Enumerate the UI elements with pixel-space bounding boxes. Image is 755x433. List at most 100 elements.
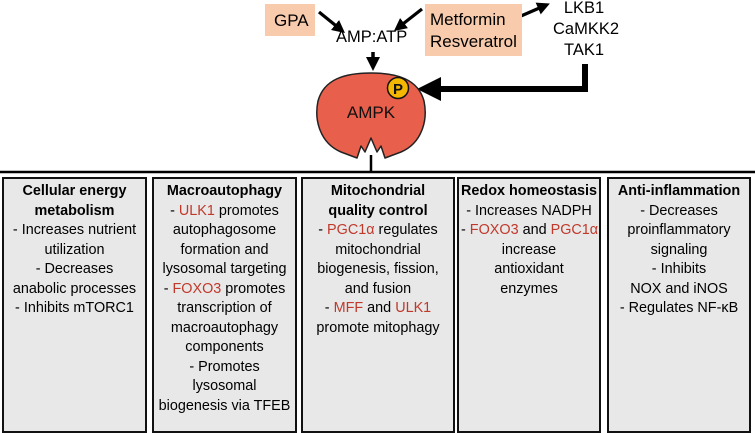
panel-title: Mitochondrial — [330, 183, 426, 199]
line-text: - Decreases — [35, 261, 114, 277]
line-text: utilization — [44, 241, 105, 258]
gene-name: ULK1 — [178, 202, 215, 219]
panel-title: Anti-inflammation — [617, 183, 741, 199]
line-text: - Promotes — [189, 358, 260, 375]
line-text: and fusion — [344, 280, 412, 297]
line-text: regulates — [374, 222, 438, 238]
panel-line: and fusion — [305, 280, 451, 300]
line-text: and — [518, 222, 551, 238]
panel-line: promote mitophagy — [305, 319, 451, 339]
gene-name: FOXO3 — [469, 222, 519, 238]
gpa-label: GPA — [274, 11, 309, 30]
gene-name: ULK1 — [395, 300, 432, 316]
drugs-box: Metformin Resveratrol — [425, 4, 522, 56]
arrow-kinases-to-ampk — [417, 64, 588, 101]
panel-title: metabolism — [34, 202, 115, 219]
panel-line: - Promotes — [156, 358, 293, 378]
line-text: - Increases nutrient — [12, 222, 137, 238]
line-text: anabolic processes — [12, 280, 137, 297]
line-text: biogenesis via TFEB — [158, 397, 291, 414]
line-text: - Regulates NF-κB — [619, 300, 739, 316]
panel-line: - MFF and ULK1 — [305, 299, 451, 319]
panel-line: - Increases NADPH — [461, 202, 597, 222]
gene-name: PGC1α — [550, 222, 599, 238]
kinase-camkk2: CaMKK2 — [553, 20, 620, 38]
gene-name: FOXO3 — [172, 280, 222, 297]
line-text: mitochondrial — [335, 241, 421, 258]
line-text: - Decreases — [640, 202, 718, 219]
panel-line: - Decreases — [611, 202, 747, 222]
panel-line: proinflammatory — [611, 221, 747, 241]
panel-line: mitochondrial — [305, 241, 451, 261]
upstream-kinases: LKB1 CaMKK2 TAK1 — [553, 0, 620, 61]
line-text: - Inhibits mTORC1 — [15, 300, 134, 316]
line-text: biogenesis, fission, — [317, 261, 439, 277]
panel-line: transcription of — [156, 299, 293, 319]
panel-mitochondrial-qc: Mitochondrial quality control - PGC1α regu… — [301, 177, 455, 433]
line-text: formation and — [180, 241, 269, 258]
kinase-lkb1: LKB1 — [563, 0, 605, 17]
panel-line: - Increases nutrient — [6, 221, 143, 241]
panel-line: autophagosome — [156, 221, 293, 241]
panel-line: - Inhibits — [611, 260, 747, 280]
line-text: transcription of — [177, 300, 272, 316]
line-text: signaling — [650, 241, 708, 258]
line-text: - Increases NADPH — [466, 202, 592, 219]
arrow-drugs-to-kinases — [520, 2, 550, 18]
line-text: enzymes — [500, 280, 558, 297]
line-text: - — [163, 280, 173, 297]
panel-line: - FOXO3 promotes — [156, 280, 293, 300]
panel-title: quality control — [328, 202, 428, 219]
panel-energy-metabolism: Cellular energy metabolism - Increases nut… — [2, 177, 147, 433]
gpa-box: GPA — [265, 4, 315, 36]
panel-line: lysosomal targeting — [156, 260, 293, 280]
panel-line: - FOXO3 and PGC1α — [461, 221, 599, 241]
panel-line: - Regulates NF-κB — [611, 299, 747, 319]
line-text: - — [461, 222, 470, 238]
kinase-tak1: TAK1 — [563, 41, 605, 59]
line-text: promotes — [214, 202, 279, 219]
panel-line: biogenesis via TFEB — [156, 397, 293, 417]
line-text: and — [363, 300, 396, 316]
line-text: autophagosome — [172, 222, 277, 238]
panel-line: formation and — [156, 241, 293, 261]
line-text: increase — [501, 241, 557, 258]
panel-line: components — [156, 338, 293, 358]
panel-line: NOX and iNOS — [611, 280, 747, 300]
line-text: - — [324, 300, 334, 316]
ampk-label: AMPK — [347, 103, 396, 122]
phospho-badge — [386, 76, 410, 100]
panel-line: - PGC1α regulates — [305, 221, 451, 241]
gene-name: MFF — [333, 300, 364, 316]
panel-line: antioxidant — [461, 260, 597, 280]
panel-line: enzymes — [461, 280, 597, 300]
panel-line: macroautophagy — [156, 319, 293, 339]
panel-line: - Decreases — [6, 260, 143, 280]
panel-line: utilization — [6, 241, 143, 261]
line-text: promote mitophagy — [316, 319, 440, 336]
line-text: antioxidant — [494, 261, 564, 277]
drug-metformin: Metformin — [430, 10, 506, 29]
panel-title: Cellular energy — [22, 183, 127, 199]
panel-line: anabolic processes — [6, 280, 143, 300]
line-text: components — [185, 339, 264, 355]
line-text: - Inhibits — [651, 261, 707, 277]
arrow-drugs-to-ratio — [393, 7, 423, 31]
line-text: lysosomal — [192, 378, 257, 394]
line-text: lysosomal targeting — [162, 261, 287, 277]
amp-atp-ratio: AMP:ATP — [336, 28, 408, 46]
panel-line: - ULK1 promotes — [156, 202, 293, 222]
panel-line: increase — [461, 241, 597, 261]
drug-resveratrol: Resveratrol — [430, 32, 517, 51]
panel-title: Macroautophagy — [166, 183, 283, 199]
line-text: - — [318, 222, 328, 238]
panel-title: Redox homeostasis — [461, 183, 597, 199]
line-text: - — [170, 202, 179, 219]
panel-line: biogenesis, fission, — [305, 260, 451, 280]
panel-redox-homeostasis: Redox homeostasis - Increases NADPH - FOXO… — [457, 177, 601, 433]
line-text: proinflammatory — [627, 222, 731, 238]
line-text: macroautophagy — [170, 319, 279, 336]
line-text: NOX and iNOS — [630, 280, 728, 297]
panel-anti-inflammation: Anti-inflammation - Decreases proinflammat… — [607, 177, 751, 433]
